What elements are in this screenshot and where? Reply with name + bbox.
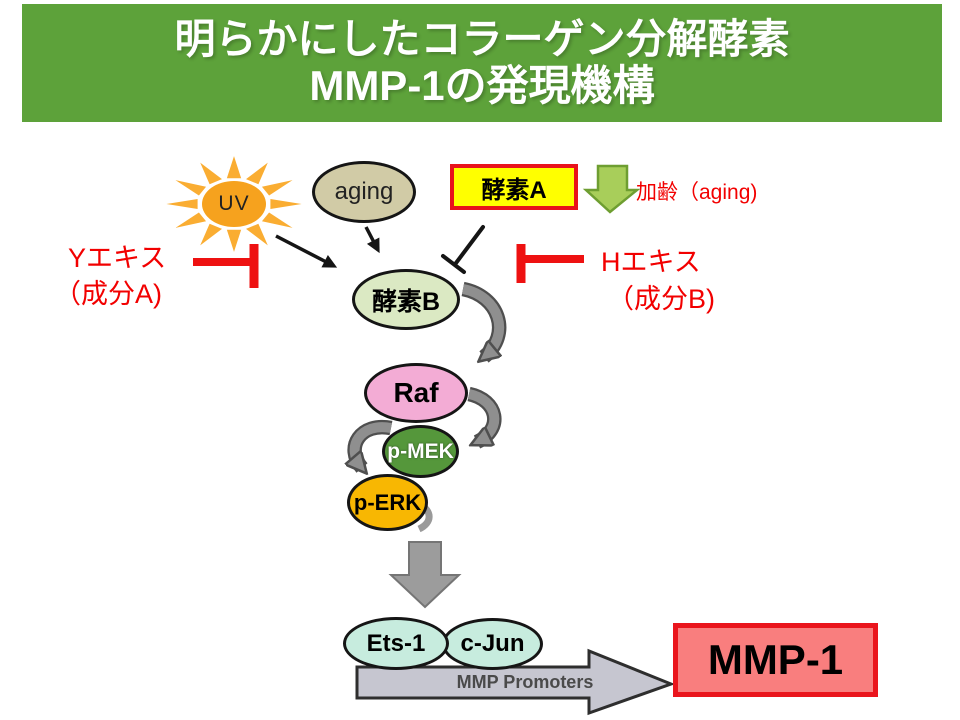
p-erk-label: p-ERK: [353, 489, 422, 515]
mmp-1-box: MMP-1: [673, 623, 878, 697]
y-extract-label-line1: Yエキス: [68, 243, 167, 273]
mmp-promoters-arrow: [355, 648, 676, 716]
cascade-down-block-arrow: [388, 541, 462, 609]
p-erk-node: p-ERK: [347, 474, 428, 531]
h-extract-label-line2: （成分B): [607, 284, 715, 314]
c-jun-label: c-Jun: [460, 630, 525, 657]
c-jun-node: c-Jun: [442, 618, 543, 670]
h-extract-label-line1: Hエキス: [601, 247, 701, 277]
p-mek-node: p-MEK: [382, 425, 459, 478]
title-banner: 明らかにしたコラーゲン分解酵素 MMP-1の発現機構: [22, 4, 942, 122]
raf-node: Raf: [364, 363, 468, 423]
mmp-promoters-label: MMP Promoters: [456, 672, 594, 692]
enzymeA-inhibition-line: [441, 225, 485, 274]
enzyme-b-label: 酵素B: [371, 287, 441, 316]
title-line-1: 明らかにしたコラーゲン分解酵素: [174, 16, 790, 62]
uv-to-enzymeB-arrow: [275, 234, 338, 268]
aging-to-enzymeB-arrow: [364, 226, 380, 254]
y-extract-inhibit-bar: [193, 244, 259, 288]
aging-arrow-annotation: 加齢（aging): [636, 181, 758, 204]
enzyme-a-label: 酵素A: [481, 176, 547, 204]
aging-node: aging: [312, 161, 416, 223]
ets-1-node: Ets-1: [343, 617, 449, 670]
sun-rays-icon: [166, 156, 302, 252]
raf-to-pmek-curved-arrow: [466, 386, 502, 449]
p-mek-label: p-MEK: [387, 439, 454, 463]
pmek-to-perk-curved-arrow: [355, 419, 393, 468]
title-line-2: MMP-1の発現機構: [309, 62, 655, 109]
aging-green-down-arrow: [582, 164, 641, 214]
mmp-1-label: MMP-1: [707, 636, 844, 683]
aging-label: aging: [334, 178, 394, 205]
y-extract-label-line2: （成分A): [54, 279, 162, 309]
enzyme-b-node: 酵素B: [352, 269, 460, 330]
uv-sun-icon: UV: [202, 181, 266, 227]
uv-label: UV: [218, 192, 250, 215]
enzyme-a-box: 酵素A: [450, 164, 578, 210]
raf-label: Raf: [393, 377, 439, 408]
enzymeB-to-raf-curved-arrow: [461, 281, 507, 357]
ets-1-label: Ets-1: [366, 629, 426, 657]
h-extract-inhibit-bar: [516, 244, 584, 283]
